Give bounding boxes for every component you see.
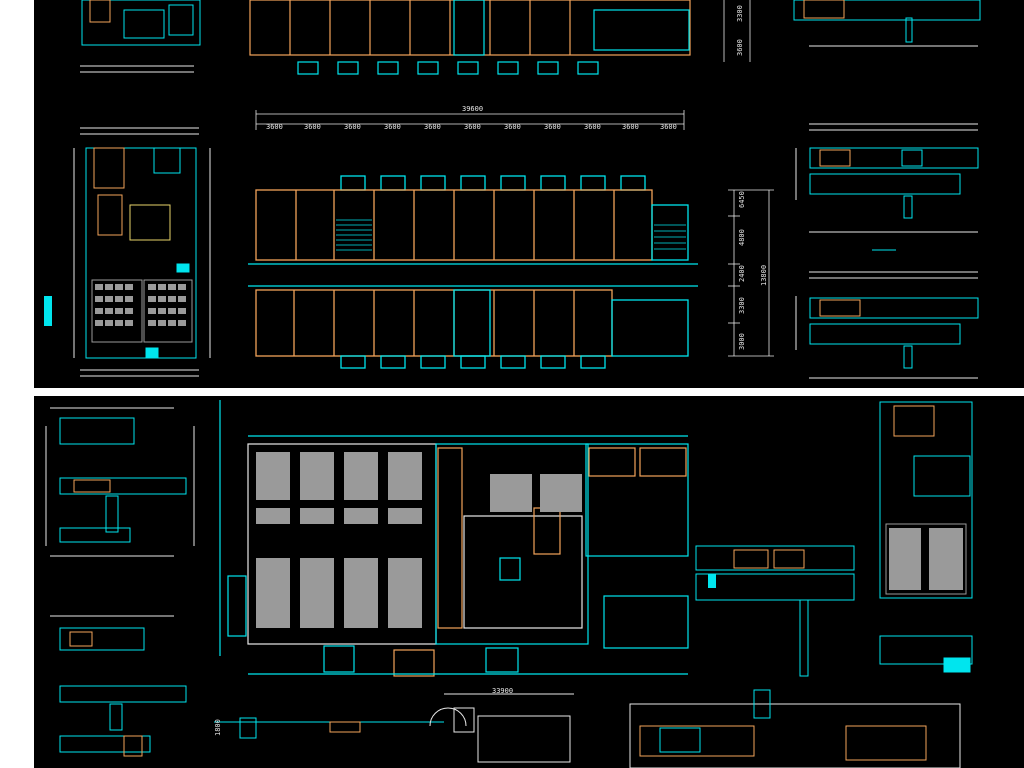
plan-top-left-partial bbox=[80, 0, 201, 73]
plan-right-wing bbox=[695, 401, 973, 677]
dim-vertical-label: 2400 bbox=[738, 265, 746, 282]
dim-bay-label: 3600 bbox=[384, 123, 401, 131]
plan-main-classroom-block bbox=[248, 175, 698, 369]
floor-plan-canvas-bottom: 33900 1800 bbox=[45, 400, 973, 768]
plan-assembly-hall bbox=[219, 400, 689, 677]
dim-bay-label: 3600 bbox=[544, 123, 561, 131]
dim-total-length: 39600 bbox=[462, 105, 483, 113]
floor-plan-canvas-top: 39600 3600 3600 3600 3600 3600 3600 3600… bbox=[44, 0, 981, 379]
dim-vertical-label: 6450 bbox=[738, 191, 746, 208]
dim-bay-label: 3600 bbox=[304, 123, 321, 131]
dim-bay-label: 3600 bbox=[266, 123, 283, 131]
plan-right-small bbox=[793, 0, 981, 379]
dim-vertical-label: 3300 bbox=[738, 297, 746, 314]
seat-grid-hall-upper bbox=[256, 452, 422, 524]
dim-bay-label: 3600 bbox=[504, 123, 521, 131]
plan-left-tall bbox=[44, 127, 211, 377]
cad-sheet-bottom: 33900 1800 bbox=[34, 396, 1024, 768]
dimension-chain-horizontal bbox=[255, 110, 685, 130]
dim-vertical-label: 3600 bbox=[736, 39, 744, 56]
dim-bay-labels: 3600 3600 3600 3600 3600 3600 3600 3600 … bbox=[266, 123, 677, 131]
dim-vertical-label: 4800 bbox=[738, 229, 746, 246]
dim-bay-label: 3600 bbox=[660, 123, 677, 131]
dim-vertical-label: 3000 bbox=[738, 333, 746, 350]
plan-top-center-partial bbox=[249, 0, 691, 75]
dim-vertical-label: 3300 bbox=[736, 5, 744, 22]
dim-vertical-label: 13800 bbox=[760, 265, 768, 286]
dim-bay-label: 3600 bbox=[424, 123, 441, 131]
plan-bottom-row bbox=[214, 689, 961, 768]
dim-bay-label: 3600 bbox=[584, 123, 601, 131]
seat-grid-hall-lower bbox=[256, 558, 422, 628]
seat-grid-hall-right bbox=[490, 474, 582, 512]
dim-bay-label: 3600 bbox=[622, 123, 639, 131]
dim-small-vertical: 1800 bbox=[214, 719, 222, 736]
dim-bay-label: 3600 bbox=[344, 123, 361, 131]
plan-left-column bbox=[45, 407, 195, 757]
dim-bottom-plan-length: 33900 bbox=[492, 687, 513, 695]
cad-sheet-top: 39600 3600 3600 3600 3600 3600 3600 3600… bbox=[34, 0, 1024, 388]
dimension-chain-vertical bbox=[728, 189, 774, 357]
dim-bay-label: 3600 bbox=[464, 123, 481, 131]
dimension-chain-top-right bbox=[723, 0, 751, 62]
seat-grid-right-wing bbox=[889, 528, 963, 590]
seat-grid-left bbox=[95, 284, 186, 326]
